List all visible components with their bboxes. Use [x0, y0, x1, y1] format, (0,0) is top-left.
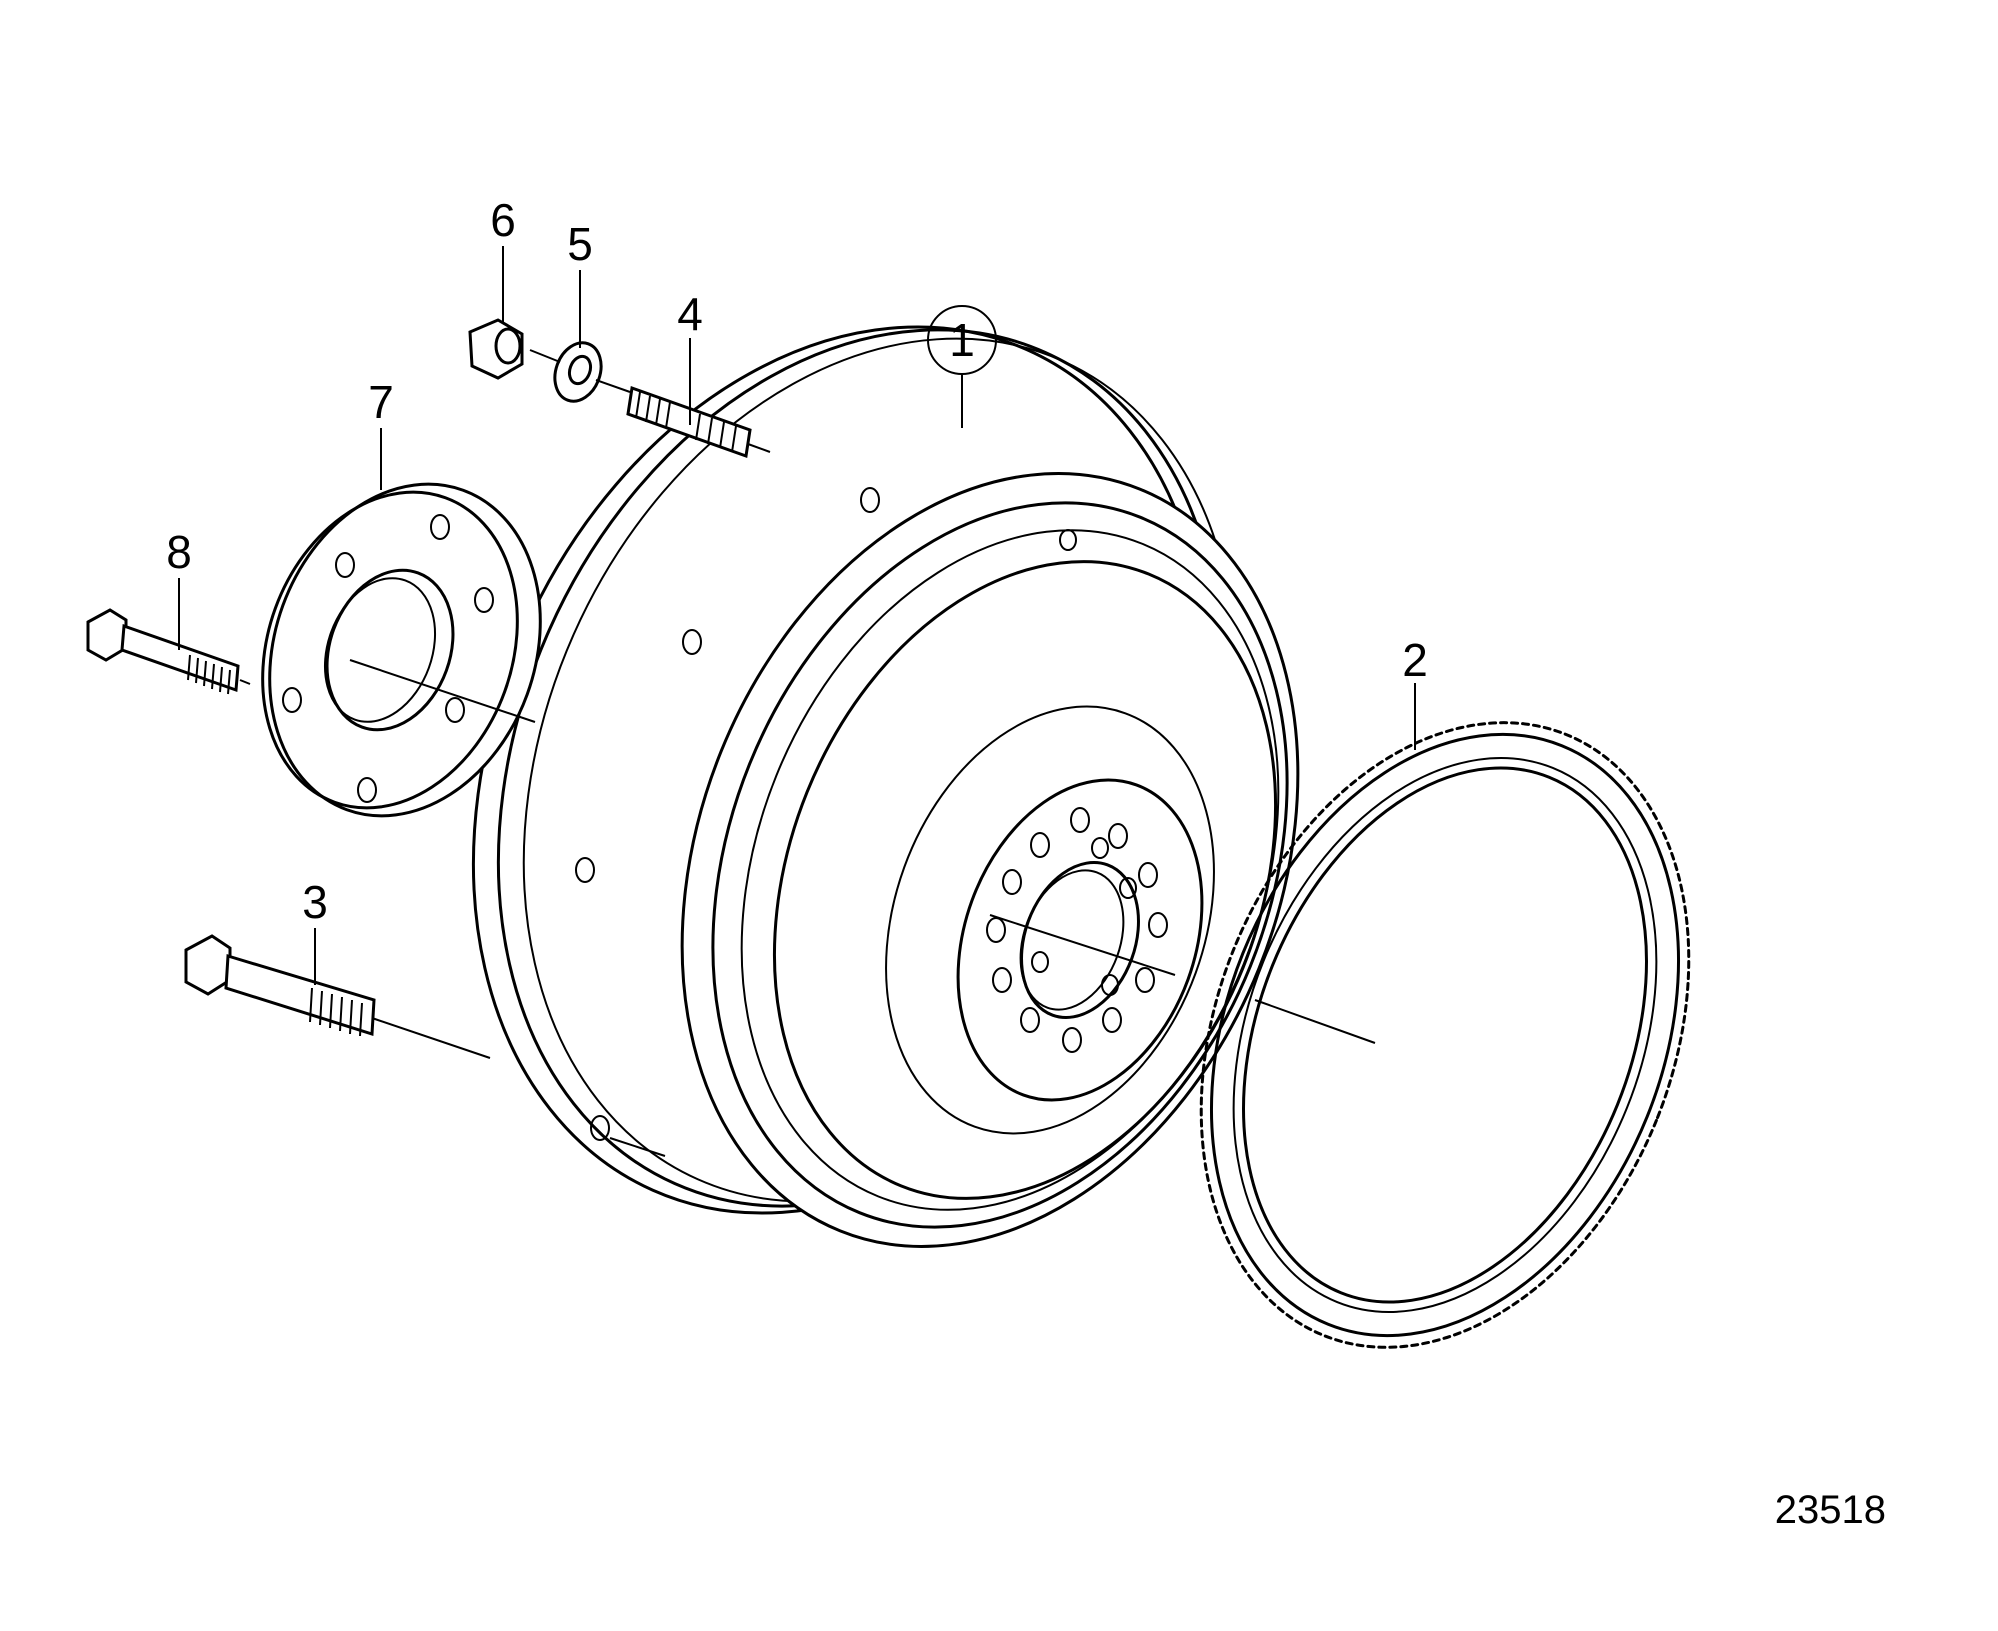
callout-1-label: 1 — [949, 314, 975, 366]
adapter-plate — [261, 482, 542, 818]
bolt-3 — [184, 934, 376, 1037]
callout-1: 1 — [927, 305, 997, 375]
ring-gear — [1199, 721, 1691, 1349]
bolt-8 — [86, 608, 240, 695]
callout-6-label: 6 — [490, 194, 516, 246]
nut-6 — [468, 318, 524, 380]
callout-5-label: 5 — [567, 218, 593, 270]
callout-3-label: 3 — [302, 876, 328, 928]
reference-number: 23518 — [1775, 1488, 1886, 1532]
flywheel — [471, 325, 1300, 1248]
hub-bolt-holes — [986, 807, 1168, 1053]
callout-4-label: 4 — [677, 288, 703, 340]
callout-7-label: 7 — [368, 376, 394, 428]
callout-2-label: 2 — [1402, 634, 1428, 686]
callout-8-label: 8 — [166, 526, 192, 578]
washer-5 — [553, 341, 603, 403]
assembly-lines — [239, 349, 1376, 1157]
leader-lines — [178, 246, 1416, 985]
